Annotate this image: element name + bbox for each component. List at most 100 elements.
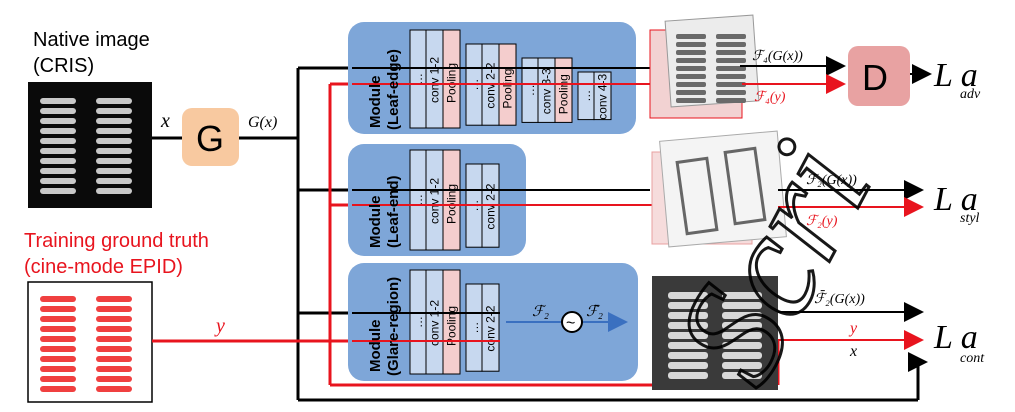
feature-glare-bar bbox=[722, 302, 762, 309]
loss-styl-sub: styl bbox=[960, 211, 980, 226]
ground-truth-leaf-bar bbox=[40, 316, 76, 322]
feature-edge-bar bbox=[716, 90, 746, 95]
feature-edge-bar bbox=[716, 58, 746, 63]
feature-glare-bar bbox=[668, 342, 708, 349]
layer-label: … bbox=[411, 316, 425, 328]
layer-label: … bbox=[411, 73, 425, 85]
fourier-transform-block bbox=[506, 311, 628, 333]
native-title-line1: Native image bbox=[33, 29, 150, 51]
native-leaf-bar bbox=[96, 128, 132, 134]
feature-edge-bar bbox=[716, 50, 746, 55]
loss-adv: L a adv bbox=[933, 57, 981, 102]
f4-g-label: ℱ₄(G(x)) bbox=[752, 49, 803, 64]
ground-truth-leaf-bar bbox=[40, 326, 76, 332]
feature-glare-bar bbox=[668, 372, 708, 379]
layer-label: … bbox=[411, 194, 425, 206]
y-label: y bbox=[214, 315, 225, 337]
feature-end-strip bbox=[723, 146, 767, 226]
ground-truth-leaf-bar bbox=[40, 366, 76, 372]
layer-label: Pooling bbox=[445, 306, 459, 346]
f4-y-label: ℱ₄(y) bbox=[754, 90, 786, 105]
feature-edge-bar bbox=[676, 50, 706, 55]
d-label: D bbox=[862, 57, 888, 98]
feature-edge-bar bbox=[676, 42, 706, 47]
native-leaf-bar bbox=[96, 138, 132, 144]
f2-g-label: ℱ₂(G(x)) bbox=[806, 173, 857, 188]
native-leaf-bar bbox=[40, 178, 76, 184]
feature-map-leaf-edge bbox=[649, 14, 760, 119]
ground-truth-leaf-bar bbox=[96, 346, 132, 352]
leaf-end-title1: Module bbox=[367, 196, 384, 249]
ground-truth-leaf-bar bbox=[96, 356, 132, 362]
feature-glare-bar bbox=[668, 302, 708, 309]
ground-truth-leaf-bar bbox=[40, 306, 76, 312]
layer-label: conv 2-2 bbox=[484, 183, 498, 229]
feature-map-leaf-end bbox=[651, 130, 787, 248]
f2-y-label: ℱ₂(y) bbox=[806, 214, 838, 229]
feature-glare-bar bbox=[668, 312, 708, 319]
module-internal-red bbox=[352, 83, 655, 342]
feature-edge-bar bbox=[676, 82, 706, 87]
ground-truth-leaf-bar bbox=[96, 316, 132, 322]
ground-truth-leaf-bar bbox=[96, 366, 132, 372]
feature-glare-bar bbox=[722, 312, 762, 319]
cont-y-label: y bbox=[848, 320, 858, 337]
ground-truth-leaf-bar bbox=[40, 356, 76, 362]
leaf-edge-title2: (Leaf-edge) bbox=[385, 49, 402, 130]
ground-truth-leaf-bar bbox=[96, 336, 132, 342]
native-leaf-bar bbox=[40, 148, 76, 154]
x-label: x bbox=[160, 110, 170, 132]
native-image bbox=[28, 82, 152, 208]
feature-edge-bar bbox=[716, 34, 746, 39]
feature-glare-bar bbox=[668, 292, 708, 299]
ground-truth-leaf-bar bbox=[96, 326, 132, 332]
leaf-end-title2: (Leaf-end) bbox=[385, 176, 402, 249]
output-black bbox=[740, 56, 932, 372]
feature-glare-bar bbox=[722, 372, 762, 379]
native-leaf-bar bbox=[96, 98, 132, 104]
native-leaf-bar bbox=[40, 138, 76, 144]
glare-title1: Module bbox=[367, 320, 384, 373]
loss-adv-main: L a bbox=[933, 57, 978, 94]
module-internal-black bbox=[352, 67, 650, 314]
layer-label: Pooling bbox=[501, 69, 515, 109]
feature-edge-bar bbox=[716, 42, 746, 47]
layer-label: conv 4-3 bbox=[596, 73, 610, 119]
feature-glare-bar bbox=[722, 362, 762, 369]
discriminator-block bbox=[848, 46, 910, 106]
native-leaf-bar bbox=[96, 178, 132, 184]
f2bar-label: ℱ̄₂ bbox=[586, 304, 603, 320]
native-leaf-bar bbox=[40, 158, 76, 164]
feature-edge-bar bbox=[676, 98, 706, 103]
ground-truth-leaf-bar bbox=[96, 306, 132, 312]
loss-styl: L a styl bbox=[933, 181, 980, 226]
native-leaf-bar bbox=[96, 108, 132, 114]
loss-styl-main: L a bbox=[933, 181, 978, 218]
feature-glare-bar bbox=[722, 352, 762, 359]
feature-glare-bar bbox=[668, 332, 708, 339]
ground-truth-leaf-bar bbox=[40, 376, 76, 382]
feature-glare-bar bbox=[668, 322, 708, 329]
output-red bbox=[742, 74, 924, 350]
pooling-layer bbox=[442, 269, 461, 375]
feature-edge-bar bbox=[676, 58, 706, 63]
cont-x-label: x bbox=[849, 343, 857, 360]
loss-cont-sub: cont bbox=[960, 351, 985, 366]
feature-glare-bar bbox=[722, 322, 762, 329]
gx-label: G(x) bbox=[248, 114, 277, 131]
layer-label: … bbox=[467, 322, 481, 334]
layer-label: Pooling bbox=[445, 184, 459, 224]
loss-cont-main: L a bbox=[933, 319, 978, 356]
layer-label: conv 1-2 bbox=[428, 178, 442, 224]
conv-layer bbox=[481, 283, 500, 372]
generator-block bbox=[182, 108, 239, 166]
native-leaf-bar bbox=[96, 148, 132, 154]
native-leaf-bar bbox=[96, 158, 132, 164]
feature-glare-bar bbox=[668, 362, 708, 369]
native-leaf-bar bbox=[40, 188, 76, 194]
feature-map-glare bbox=[652, 276, 778, 390]
feature-edge-bar bbox=[716, 82, 746, 87]
